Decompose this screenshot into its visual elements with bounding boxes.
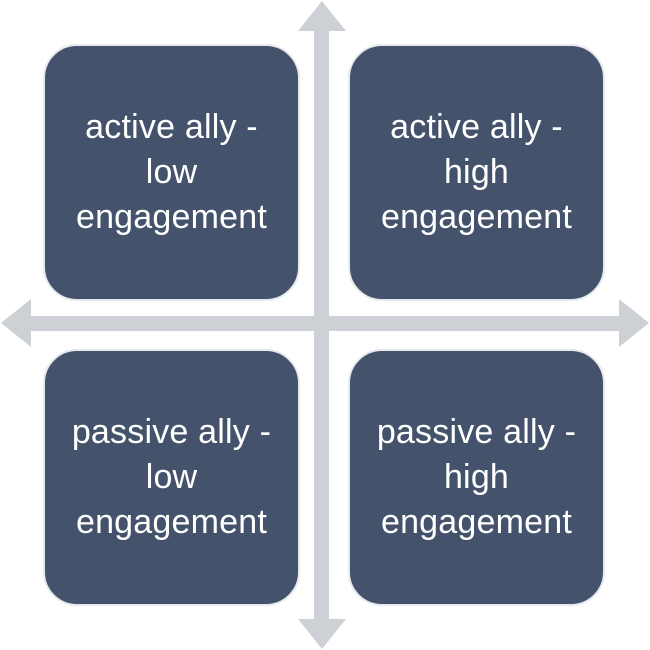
- left-arrow-head: [1, 299, 31, 347]
- quadrant-top-right: active ally - high engagement: [348, 44, 605, 301]
- quadrant-top-left: active ally - low engagement: [43, 44, 300, 301]
- quadrant-bottom-left: passive ally - low engagement: [43, 349, 300, 606]
- quadrant-label: active ally - high engagement: [380, 108, 573, 236]
- horizontal-axis-shaft: [28, 316, 622, 331]
- up-arrow-head: [298, 1, 346, 31]
- down-arrow-head: [298, 619, 346, 649]
- quadrant-label: passive ally - high engagement: [376, 413, 577, 541]
- quadrant-label: passive ally - low engagement: [71, 413, 272, 541]
- right-arrow-head: [619, 299, 649, 347]
- quadrant-label: active ally - low engagement: [75, 108, 268, 236]
- quadrant-bottom-right: passive ally - high engagement: [348, 349, 605, 606]
